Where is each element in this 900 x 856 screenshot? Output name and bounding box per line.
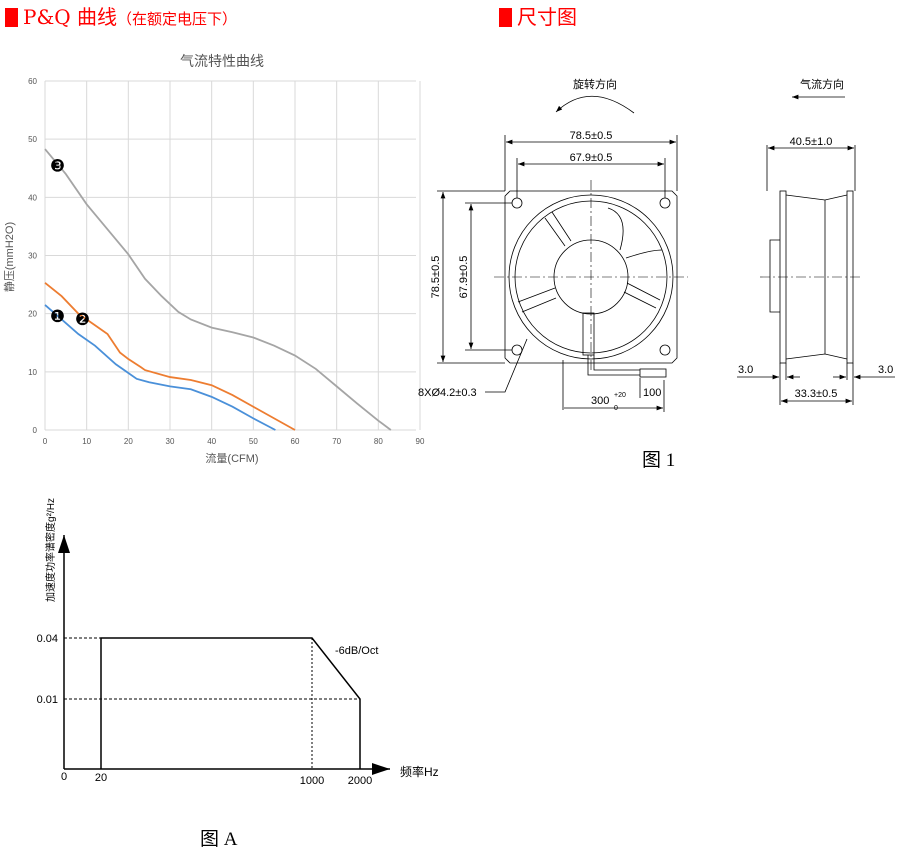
figure-1-caption: 图 1 [642,450,676,471]
airflow-direction-label: 气流方向 [800,77,844,91]
series-marker-1: ❶ [50,307,65,326]
lead-tolerance-lower: 0 [614,405,618,412]
section-marker [5,8,18,27]
depth-dim: 40.5±1.0 [790,136,833,148]
rotation-direction-label: 旋转方向 [573,77,617,91]
y-tick-label: 10 [28,368,37,377]
figure-a-caption: 图 A [200,829,238,850]
pq-title-text: P&Q 曲线 [23,5,118,29]
section-marker [499,8,512,27]
x-tick-label: 20 [124,437,133,446]
hole-pitch-width-dim: 67.9±0.5 [570,152,613,164]
fan-front-view [494,180,688,378]
x-tick-label: 70 [332,437,341,446]
mounting-hole-dim: 8XØ4.2±0.3 [418,387,477,399]
fan-dimension-drawing: 旋转方向 气流方向 78.5±0.5 67.9±0.5 78.5±0.5 67.… [418,77,895,412]
x-tick-label: 60 [291,437,300,446]
x-tick-label: 90 [416,437,425,446]
outer-width-dim: 78.5±0.5 [570,130,613,142]
y-tick-label: 50 [28,135,37,144]
y-tick-label: 0.04 [37,633,58,645]
pq-section-title: P&Q 曲线（在额定电压下） [23,5,237,31]
series-marker-2: ❷ [75,310,90,329]
slope-annotation: -6dB/Oct [335,645,378,657]
x-tick-label: 20 [95,772,107,784]
fan-side-view [760,190,862,364]
dimension-section-title: 尺寸图 [517,5,577,29]
pq-chart: 气流特性曲线 0 10 20 30 40 50 60 70 80 90 0 10 20 30 40 50 60 ❶… [2,53,425,465]
x-tick-label: 0 [61,771,67,783]
psd-profile-line [100,637,361,769]
series-marker-3: ❸ [50,156,65,175]
y-tick-label: 60 [28,77,37,86]
x-tick-label: 50 [249,437,258,446]
y-tick-label: 40 [28,193,37,202]
lead-length-dim: 300 [591,395,609,407]
y-axis-label: 加速度功率谱密度g²/Hz [44,498,57,602]
y-tick-label: 20 [28,310,37,319]
x-tick-label: 30 [166,437,175,446]
outer-height-dim: 78.5±0.5 [430,256,442,299]
x-tick-label: 1000 [300,775,324,787]
x-tick-label: 80 [374,437,383,446]
series-line-1 [44,304,276,431]
x-tick-label: 10 [82,437,91,446]
x-axis-label: 频率Hz [400,764,439,779]
x-tick-label: 40 [207,437,216,446]
y-tick-label: 0.01 [37,694,58,706]
lead-tolerance-upper: +20 [614,392,626,399]
x-tick-label: 0 [43,437,48,446]
series-line-2 [44,282,296,431]
rotation-arrow-icon [555,95,635,114]
x-tick-label: 2000 [348,775,372,787]
strip-length-dim: 100 [643,387,661,399]
y-tick-label: 0 [33,426,38,435]
psd-chart: 0 20 1000 2000 0.01 0.04 加速度功率谱密度g²/Hz 频率Hz -… [37,498,439,787]
body-depth-dim: 33.3±0.5 [795,388,838,400]
y-axis-label: 静压(mmH2O) [2,222,16,292]
series-line-3 [44,148,392,431]
flange-right-dim: 3.0 [878,364,893,376]
chart-title: 气流特性曲线 [180,53,264,69]
x-axis-label: 流量(CFM) [205,451,258,465]
flange-left-dim: 3.0 [738,364,753,376]
pq-subtitle: （在额定电压下） [117,10,238,28]
hole-pitch-height-dim: 67.9±0.5 [458,256,470,299]
y-tick-label: 30 [28,252,37,261]
